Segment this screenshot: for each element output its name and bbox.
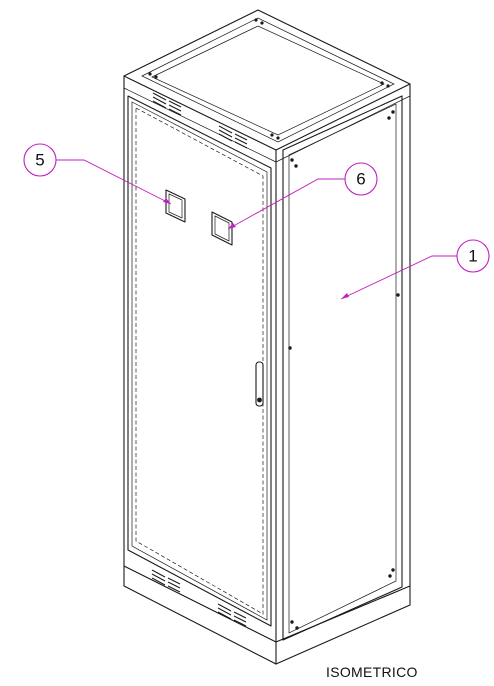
cabinet-top-panel (123, 9, 411, 151)
door-window-5 (165, 189, 186, 223)
callout-5-label: 5 (35, 151, 44, 170)
top-vent-right (218, 125, 248, 149)
callout-5: 5 (23, 143, 172, 205)
door-handle (255, 361, 264, 407)
cabinet-body-outline (123, 75, 411, 665)
view-label: ISOMETRICO (326, 664, 418, 680)
front-door-panel (127, 95, 272, 627)
side-panel (282, 95, 403, 641)
bottom-vent-right (217, 603, 247, 627)
top-vent-left (152, 92, 182, 116)
callout-1-label: 1 (468, 247, 477, 266)
bottom-vent-left (151, 569, 181, 593)
door-window-6 (211, 211, 233, 246)
callout-6-label: 6 (356, 170, 365, 189)
callout-6: 6 (227, 162, 378, 230)
callout-1: 1 (340, 239, 490, 300)
